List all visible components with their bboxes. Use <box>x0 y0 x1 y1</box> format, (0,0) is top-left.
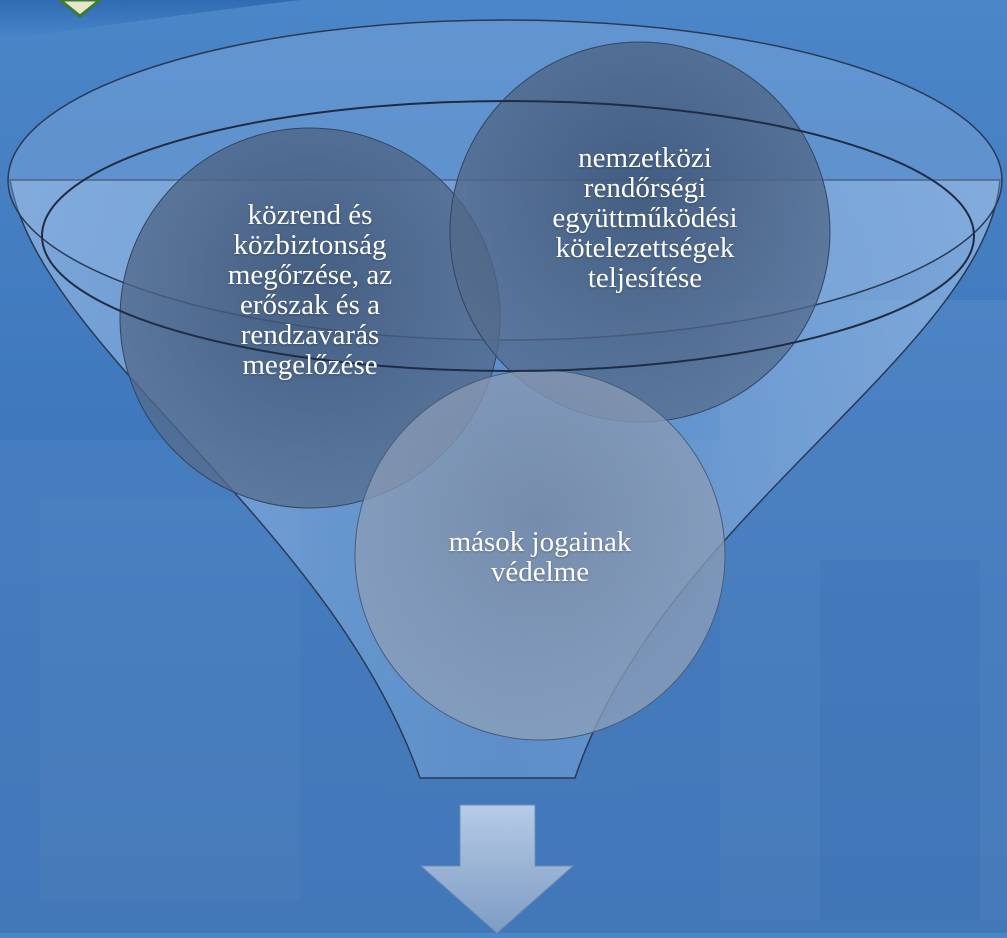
circle-masok <box>354 369 726 741</box>
down-arrow-icon <box>419 804 575 934</box>
logo-mark-icon <box>57 0 103 18</box>
header-band <box>0 0 300 40</box>
funnel-rim-inner <box>41 100 975 372</box>
